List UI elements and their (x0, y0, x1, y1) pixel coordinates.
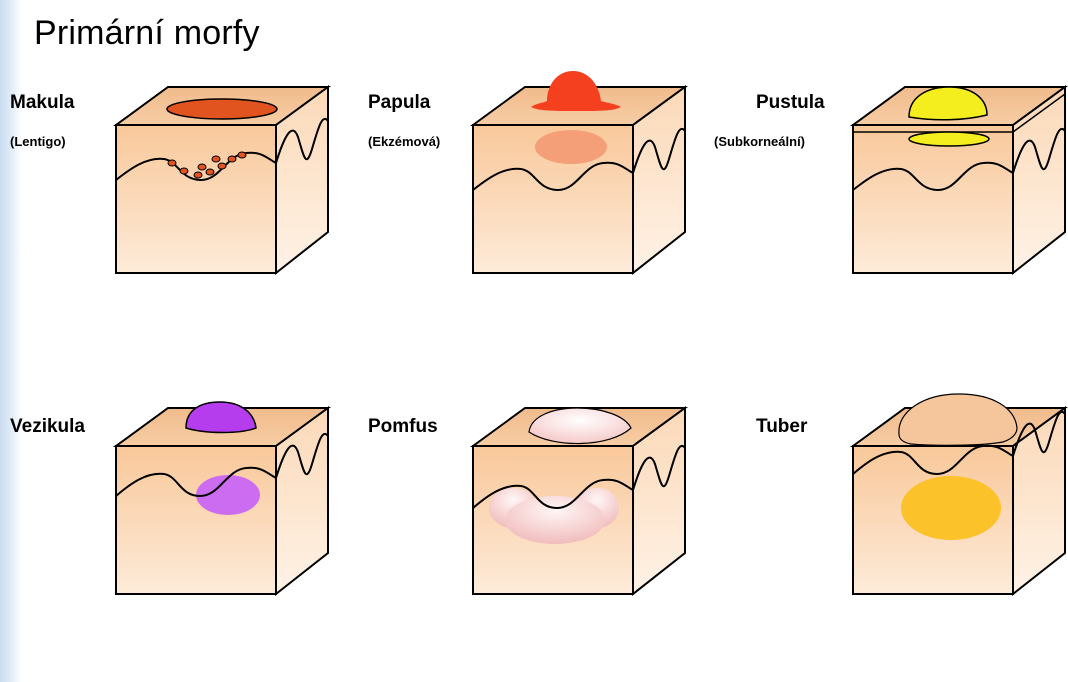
papula-dermal-infiltrate (535, 130, 607, 164)
tuber-block (853, 394, 1065, 594)
makula-block (116, 87, 328, 273)
makula-macule (167, 99, 277, 119)
vezikula-lesion (186, 402, 256, 433)
papula-block (473, 71, 685, 273)
pomfus-block (473, 408, 685, 594)
pustula-subcorneal (909, 132, 989, 146)
tuber-dermal-nodule (901, 476, 1001, 540)
tuber-lesion (899, 394, 1017, 445)
vezikula-block (116, 402, 328, 594)
pustula-block (853, 87, 1065, 273)
